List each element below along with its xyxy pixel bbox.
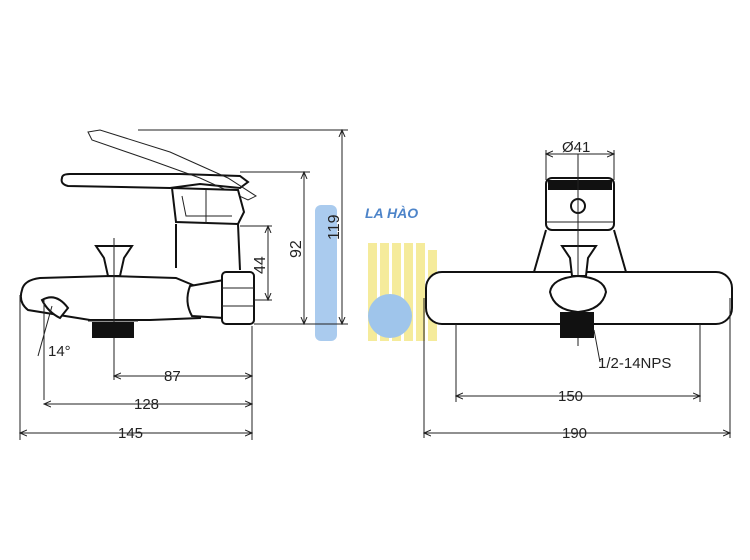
spout-outlet <box>548 274 608 314</box>
dim-body-height: 44 <box>252 256 269 274</box>
inlet-pipe <box>186 278 225 320</box>
watermark-yellow-bar-5 <box>416 243 425 341</box>
dim-spout-angle: 14° <box>48 343 71 360</box>
cartridge-notch <box>181 190 232 224</box>
watermark-blue-bar <box>315 205 337 341</box>
dim-lever-height: 92 <box>288 240 305 258</box>
body-neck <box>175 223 241 271</box>
dim-inlet-centers: 150 <box>558 388 583 405</box>
dim-top-diameter: Ø41 <box>562 139 590 156</box>
outlet-thread <box>92 322 134 338</box>
dim-overall-width-front: 190 <box>562 425 587 442</box>
top-cap <box>548 180 612 190</box>
hex-nut <box>221 271 255 325</box>
dim-overall-width-side: 145 <box>118 425 143 442</box>
dim-body-to-outlet: 87 <box>164 368 181 385</box>
watermark-yellow-bar-1 <box>368 243 377 341</box>
cartridge-head <box>170 186 246 226</box>
watermark-text: LA HÀO <box>365 205 418 221</box>
lever-handle <box>60 173 250 190</box>
watermark-blue-circle <box>368 294 412 338</box>
outlet-thread-front <box>560 312 594 338</box>
front-view: 1/2-14NPS Ø41 150 190 <box>424 139 733 442</box>
watermark-yellow-bar-3 <box>392 243 401 341</box>
front-neck <box>533 229 627 273</box>
watermark-yellow-bar-2 <box>380 243 389 341</box>
spout-angle-line <box>37 305 53 357</box>
watermark-yellow-bar-4 <box>404 243 413 341</box>
side-view: 14° 145 128 87 119 92 44 <box>20 130 348 442</box>
watermark-logo: LA HÀO <box>315 205 437 341</box>
spout-nozzle <box>40 296 70 320</box>
thread-leader <box>593 329 601 363</box>
lever-tilted-outline <box>87 129 258 201</box>
dim-thread: 1/2-14NPS <box>598 355 671 372</box>
dim-spout-to-outlet: 128 <box>134 396 159 413</box>
dim-total-height: 119 <box>326 214 343 240</box>
